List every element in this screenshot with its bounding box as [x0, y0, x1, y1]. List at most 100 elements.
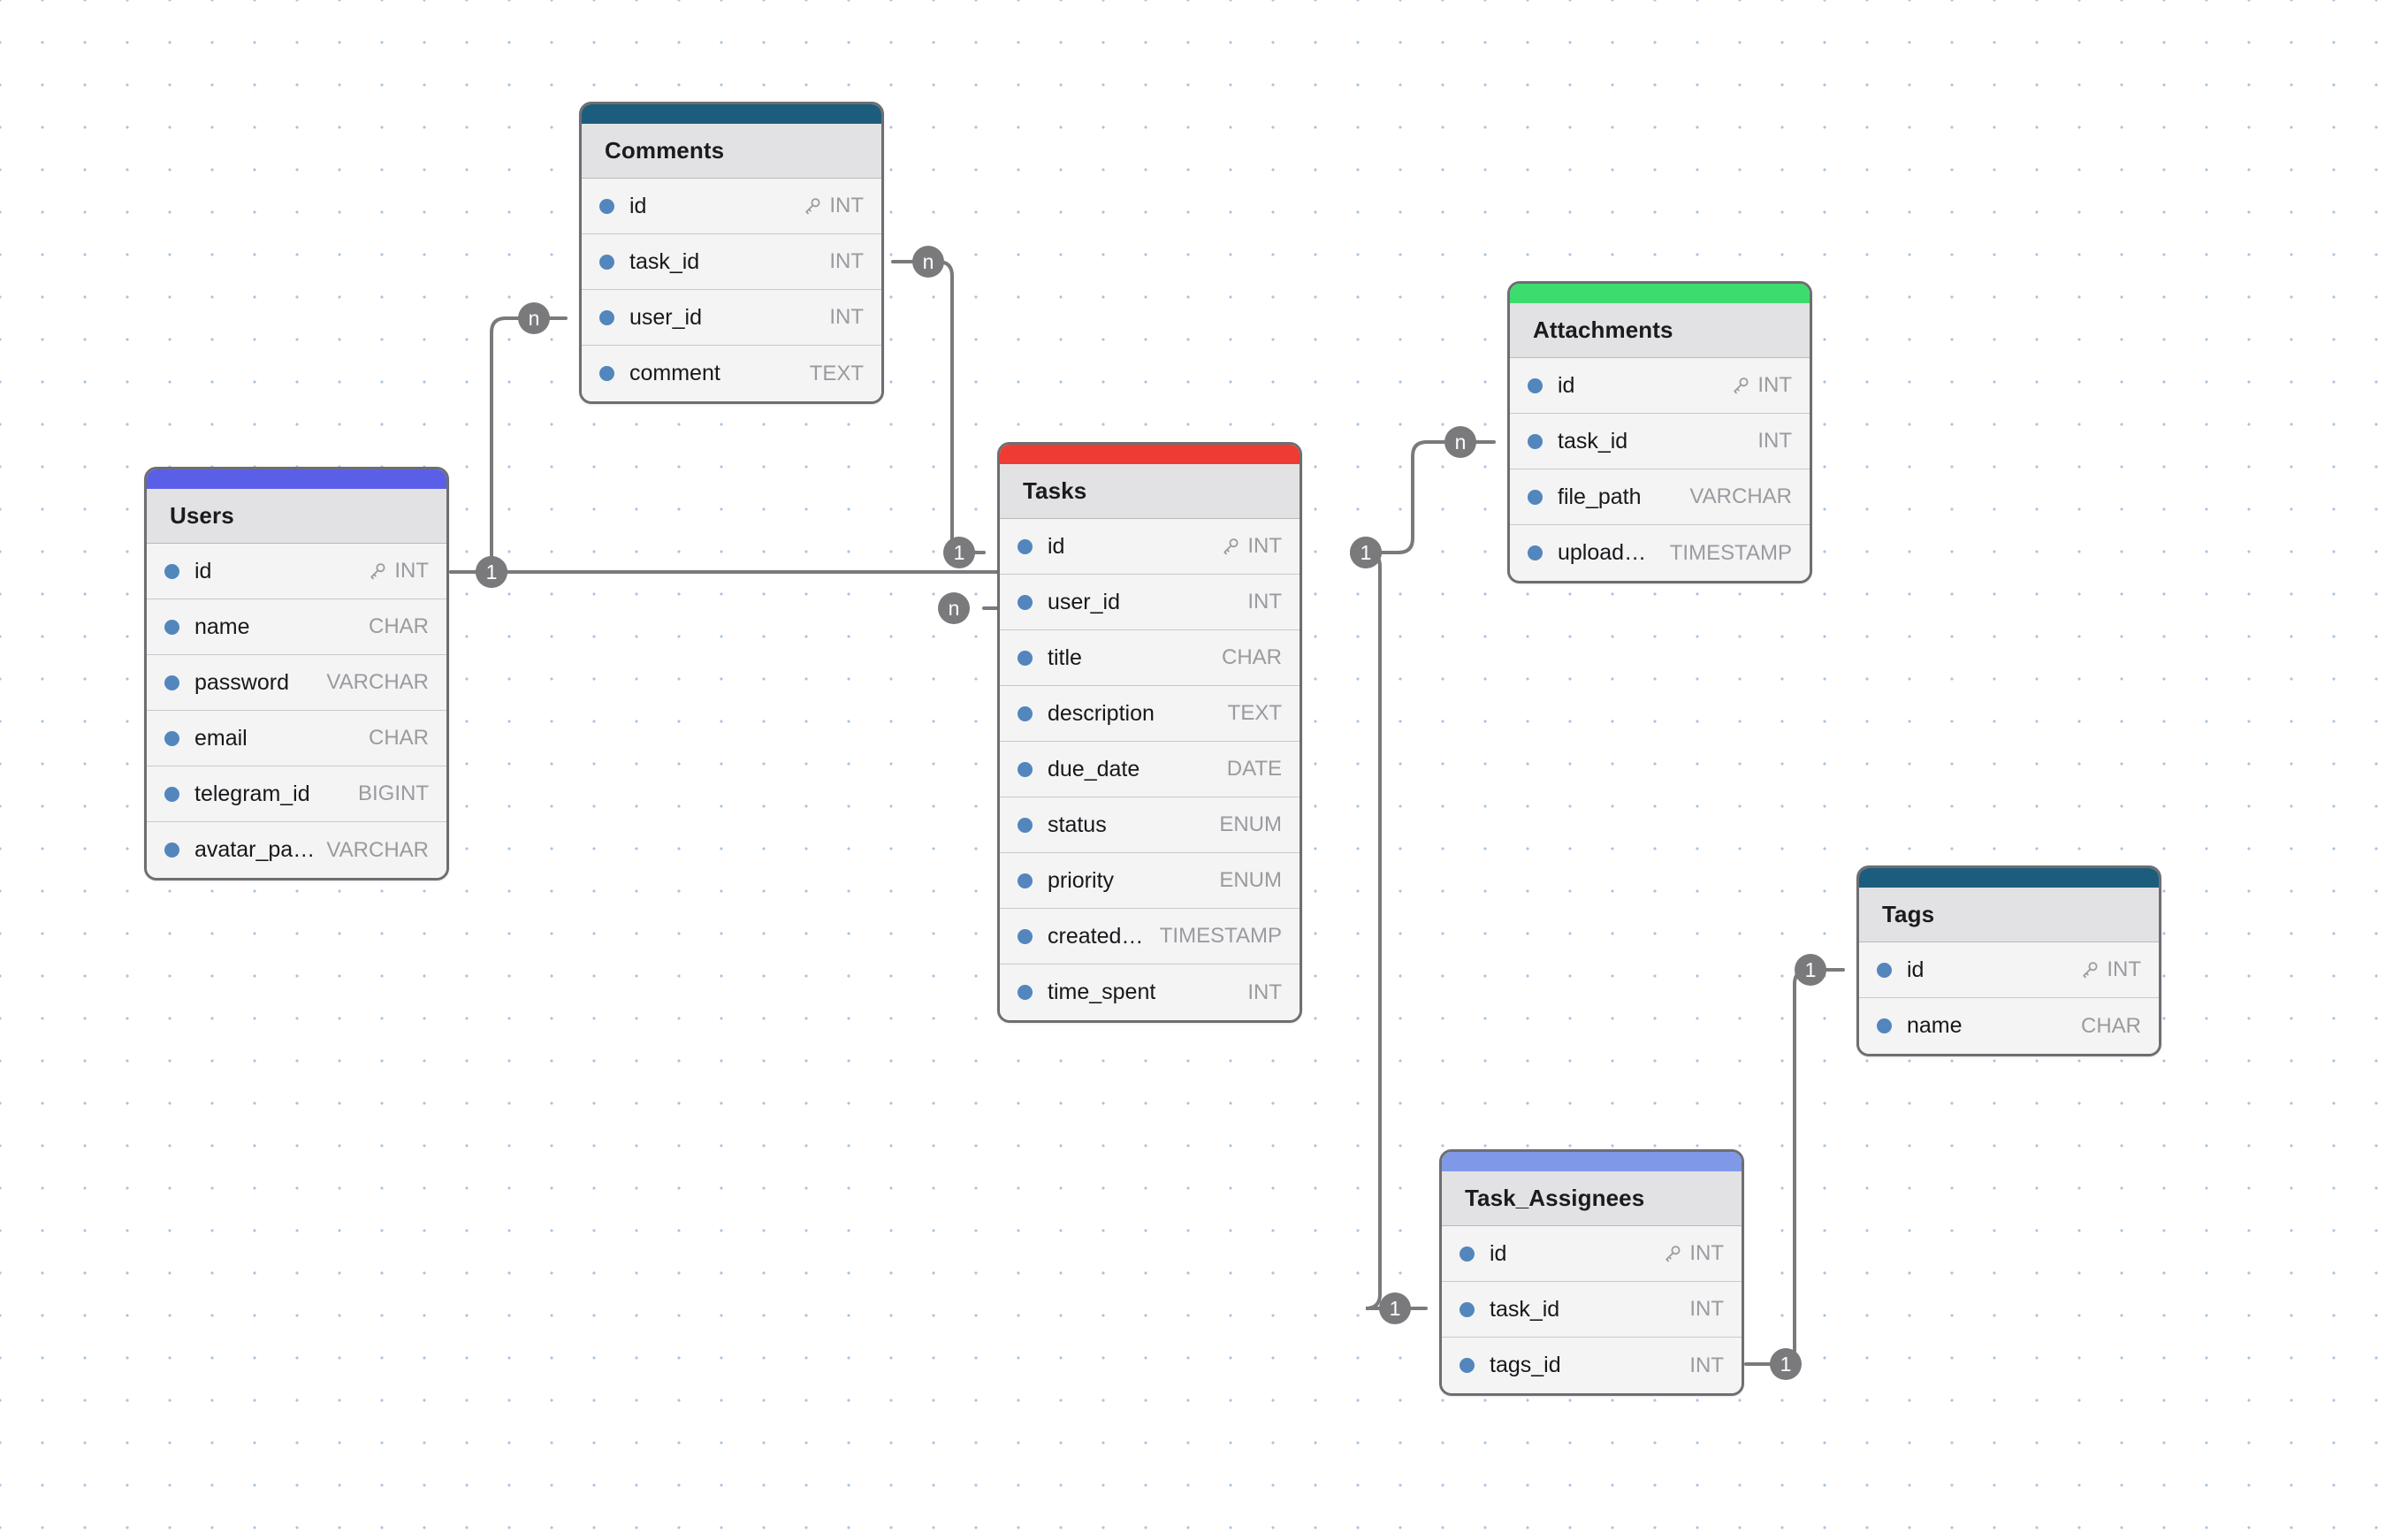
- cardinality-badge[interactable]: n: [912, 246, 944, 278]
- field-name: id: [629, 193, 647, 218]
- field-type: VARCHAR: [1689, 484, 1792, 508]
- field-meta: CHAR: [2074, 1014, 2141, 1039]
- field-type: INT: [829, 249, 864, 273]
- table-field-row[interactable]: email CHAR: [147, 711, 446, 766]
- field-type: INT: [1247, 980, 1282, 1004]
- primary-key-icon: [370, 563, 385, 580]
- cardinality-badge[interactable]: n: [1444, 426, 1476, 458]
- field-bullet-icon: [1018, 985, 1033, 1000]
- cardinality-badge[interactable]: n: [938, 592, 970, 624]
- field-bullet-icon: [1528, 377, 1543, 393]
- field-bullet-icon: [599, 198, 614, 214]
- table-field-row[interactable]: upload…TIMESTAMP: [1510, 525, 1810, 581]
- table-field-row[interactable]: avatar_pa…VARCHAR: [147, 822, 446, 878]
- field-name: id: [194, 558, 212, 583]
- field-bullet-icon: [164, 842, 179, 858]
- field-type: INT: [1689, 1297, 1724, 1321]
- field-type: BIGINT: [357, 781, 429, 805]
- field-name: avatar_pa…: [194, 837, 316, 862]
- table-title-bar[interactable]: Task_Assignees: [1442, 1171, 1742, 1226]
- table-name: Tasks: [1023, 477, 1087, 504]
- field-type: INT: [1757, 373, 1792, 397]
- field-meta: VARCHAR: [319, 838, 429, 863]
- field-name: user_id: [629, 304, 702, 330]
- field-type: INT: [2107, 957, 2141, 981]
- table-field-row[interactable]: id INT: [1859, 942, 2159, 998]
- field-bullet-icon: [1460, 1246, 1475, 1262]
- field-type: INT: [1689, 1241, 1724, 1265]
- table-title-bar[interactable]: Users: [147, 489, 446, 544]
- field-bullet-icon: [164, 730, 179, 746]
- field-meta: ENUM: [1212, 868, 1282, 893]
- field-name: id: [1490, 1240, 1507, 1266]
- field-meta: INT: [1723, 373, 1792, 398]
- field-bullet-icon: [1018, 705, 1033, 721]
- table-field-row[interactable]: id INT: [1442, 1226, 1742, 1282]
- field-type: CHAR: [368, 726, 429, 750]
- cardinality-badge[interactable]: 1: [943, 537, 975, 568]
- relationship-edge-users-comments[interactable]: [449, 316, 568, 574]
- field-bullet-icon: [1018, 594, 1033, 610]
- field-name: time_spent: [1048, 980, 1156, 1004]
- field-meta: CHAR: [1215, 645, 1282, 670]
- field-bullet-icon: [1460, 1358, 1475, 1373]
- relationship-edge-tasks-attachments[interactable]: [1364, 440, 1496, 554]
- relationship-edge-tasks-taskassignees[interactable]: [1364, 551, 1428, 1310]
- table-title-bar[interactable]: Tasks: [1000, 464, 1300, 519]
- cardinality-badge[interactable]: 1: [1379, 1292, 1411, 1324]
- cardinality-badge[interactable]: n: [518, 302, 550, 334]
- relationship-edge-tags-taskassignees[interactable]: [1744, 968, 1845, 1366]
- cardinality-badge[interactable]: 1: [476, 556, 507, 588]
- table-title-bar[interactable]: Attachments: [1510, 303, 1810, 358]
- cardinality-badge[interactable]: 1: [1770, 1348, 1802, 1380]
- field-meta: INT: [1750, 429, 1792, 454]
- field-meta: INT: [1682, 1297, 1724, 1322]
- table-field-row[interactable]: time_spent INT: [1000, 964, 1300, 1020]
- cardinality-badge[interactable]: 1: [1795, 954, 1826, 986]
- field-name: id: [1907, 957, 1925, 982]
- field-name: upload…: [1558, 540, 1647, 565]
- field-type: TEXT: [809, 361, 864, 385]
- field-name: file_path: [1558, 484, 1642, 509]
- field-bullet-icon: [599, 309, 614, 325]
- table-name: Tags: [1882, 901, 1935, 927]
- table-field-row[interactable]: created…TIMESTAMP: [1000, 909, 1300, 964]
- table-title-bar[interactable]: Tags: [1859, 888, 2159, 942]
- relationship-edge-tasks-comments[interactable]: [891, 260, 986, 554]
- field-name: email: [194, 725, 248, 751]
- table-field-row[interactable]: file_path VARCHAR: [1510, 469, 1810, 525]
- field-meta: INT: [1213, 534, 1282, 559]
- cardinality-badge[interactable]: 1: [1350, 537, 1382, 568]
- table-field-row[interactable]: task_id INT: [1510, 414, 1810, 469]
- field-type: INT: [1247, 534, 1282, 558]
- table-title-bar[interactable]: Comments: [582, 124, 881, 179]
- field-bullet-icon: [1018, 928, 1033, 944]
- field-name: task_id: [1558, 428, 1628, 454]
